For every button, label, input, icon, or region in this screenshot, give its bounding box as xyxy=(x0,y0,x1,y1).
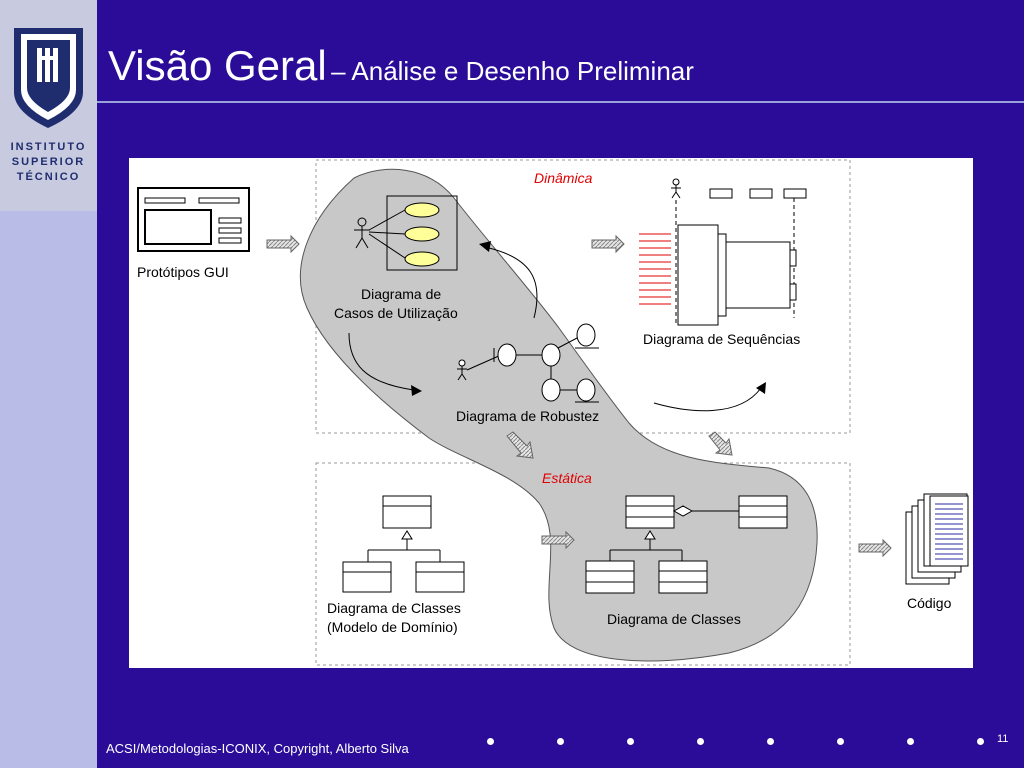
sequence-diagram-icon xyxy=(639,178,807,326)
dinamica-label: Dinâmica xyxy=(534,170,593,186)
flow-arrows xyxy=(266,234,892,558)
estatica-label: Estática xyxy=(542,470,592,486)
footer-text: ACSI/Metodologias-ICONIX, Copyright, Alb… xyxy=(106,741,409,756)
dot-icon xyxy=(977,738,984,745)
dot-icon xyxy=(487,738,494,745)
casos-label-line1: Diagrama de xyxy=(361,286,442,302)
classes-label: Diagrama de Classes xyxy=(607,611,741,627)
casos-label-line2: Casos de Utilização xyxy=(334,305,458,321)
classes-dominio-line1: Diagrama de Classes xyxy=(327,600,461,616)
logo-line1: INSTITUTO xyxy=(10,141,87,153)
arrowhead xyxy=(756,382,766,394)
process-diagram xyxy=(137,159,969,666)
prototipos-label: Protótipos GUI xyxy=(137,264,229,280)
class-diagram-icon xyxy=(585,495,788,594)
shield-icon xyxy=(14,28,83,128)
diagram-panel: Dinâmica Estática Protótipos GUI Diagram… xyxy=(129,158,973,668)
curve-arrow-2 xyxy=(348,332,415,391)
dot-icon xyxy=(627,738,634,745)
use-case-icon xyxy=(354,195,458,271)
logo-line3: TÉCNICO xyxy=(16,171,81,183)
title-sub: – Análise e Desenho Preliminar xyxy=(331,56,694,86)
title-main: Visão Geral xyxy=(108,42,327,89)
dot-icon xyxy=(697,738,704,745)
dot-icon xyxy=(767,738,774,745)
title-underline xyxy=(97,101,1024,103)
domain-class-diagram-icon xyxy=(342,495,465,593)
dot-icon xyxy=(557,738,564,745)
codigo-label: Código xyxy=(907,595,952,611)
arrowhead xyxy=(479,241,491,252)
robustez-label: Diagrama de Robustez xyxy=(456,408,600,424)
footer-dots xyxy=(480,738,990,752)
analysis-blob xyxy=(299,168,818,662)
code-pages-icon xyxy=(905,493,969,585)
arrowhead xyxy=(411,385,422,396)
page-title: Visão Geral – Análise e Desenho Prelimin… xyxy=(108,42,694,90)
curve-arrow-1 xyxy=(488,247,538,319)
page-number: 11 xyxy=(997,733,1009,745)
dot-icon xyxy=(837,738,844,745)
dot-icon xyxy=(907,738,914,745)
logo-line2: SUPERIOR xyxy=(11,156,86,168)
curve-arrow-3 xyxy=(653,387,762,412)
robustness-diagram-icon xyxy=(457,323,599,403)
gui-prototype-icon xyxy=(137,187,250,252)
ist-logo: INSTITUTO SUPERIOR TÉCNICO xyxy=(0,0,97,211)
sequencias-label: Diagrama de Sequências xyxy=(643,331,801,347)
classes-dominio-line2: (Modelo de Domínio) xyxy=(327,619,458,635)
